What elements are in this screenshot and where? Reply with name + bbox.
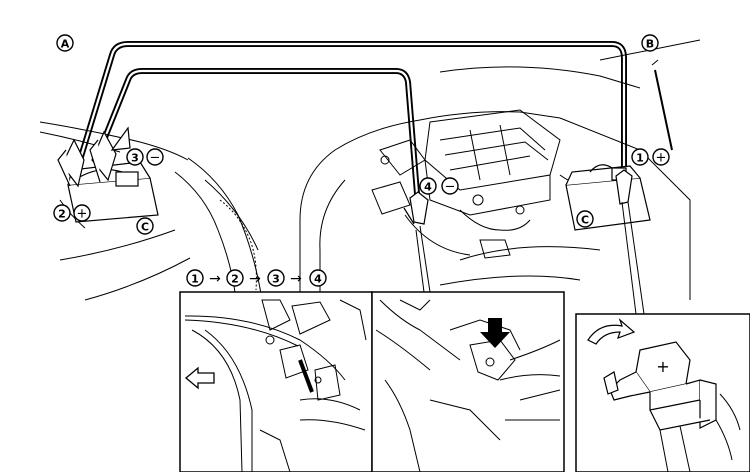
svg-text:4: 4 [424,181,432,194]
minus-icon [441,177,459,195]
booster-vehicle [39,121,263,301]
callout-2-positive: 2 + [53,204,91,222]
positive-clamp-discharged [615,169,633,205]
svg-text:1: 1 [191,273,199,286]
callout-a: A [56,34,74,52]
svg-text:3: 3 [131,152,139,165]
engine-cover [371,109,621,259]
negative-clamp-ground [403,191,429,225]
callout-4-negative: 4 − [419,177,459,195]
svg-text:C: C [581,214,589,227]
svg-text:→: → [209,271,221,287]
svg-text:3: 3 [272,273,280,286]
svg-text:+: + [656,151,667,166]
svg-text:4: 4 [314,273,322,286]
jumper-cable-negative [93,68,421,207]
booster-clamps [57,126,131,188]
svg-text:−: − [445,180,456,195]
booster-battery [67,161,159,223]
svg-text:C: C [141,221,149,234]
leader-lines [415,201,645,315]
svg-text:→: → [249,271,261,287]
callout-c-right: C [576,210,594,228]
svg-text:2: 2 [58,208,66,221]
callout-1-positive: 1 + [631,148,670,166]
svg-text:2: 2 [231,273,239,286]
svg-text:1: 1 [636,152,644,165]
inset-terminal-cover: + [575,313,750,472]
engine-bay-outline [299,39,701,300]
callout-c-left: C [136,217,154,235]
plus-icon: + [656,357,669,376]
curved-arrow-icon [587,318,636,345]
callout-3-negative: 3 − [126,148,164,166]
plus-icon [73,204,91,222]
minus-icon [146,148,164,166]
connection-sequence: 1 → 2 → 3 → 4 [186,269,327,287]
plus-icon [652,148,670,166]
svg-text:B: B [646,38,654,51]
inset-ground-terminal [371,291,565,472]
left-arrow-icon [184,366,215,390]
down-arrow-icon [480,318,510,348]
svg-text:−: − [150,151,161,166]
svg-text:+: + [77,207,88,222]
inset-ground-location [179,291,373,472]
svg-text:A: A [61,38,70,51]
svg-text:→: → [290,271,302,287]
jumper-cable-positive [77,41,627,178]
callout-b: B [641,34,659,52]
